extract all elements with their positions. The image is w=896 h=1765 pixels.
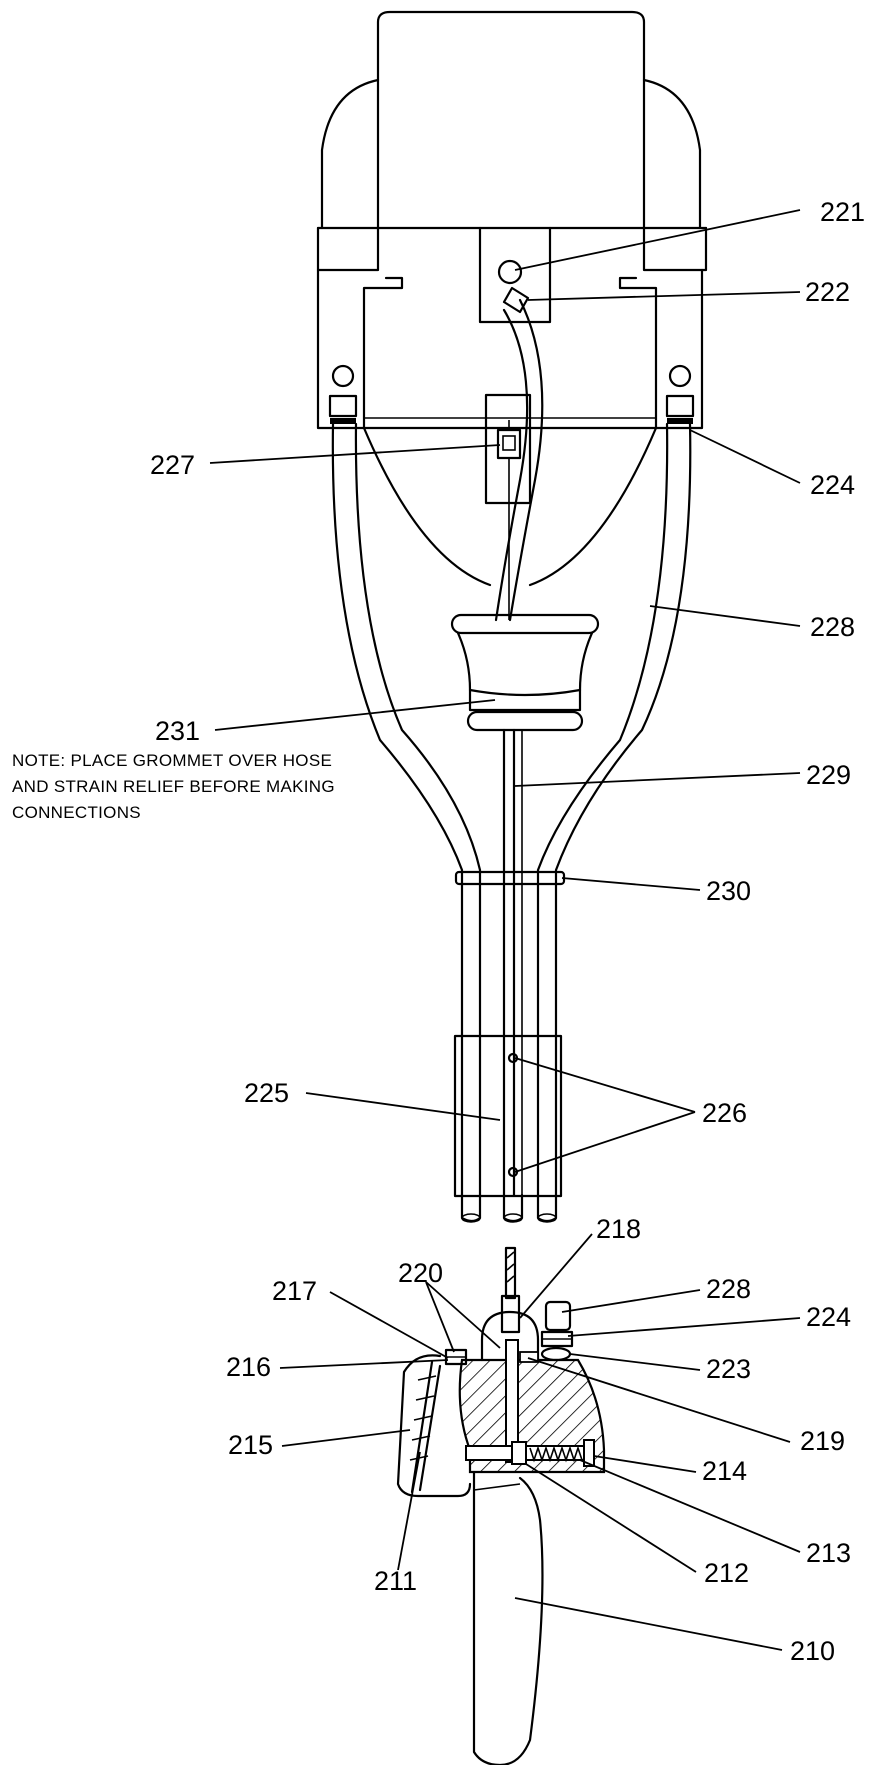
grommet	[450, 613, 600, 732]
note-line-1: NOTE: PLACE GROMMET OVER HOSE	[12, 751, 332, 770]
label-223: 223	[706, 1354, 751, 1384]
label-231: 231	[155, 716, 200, 746]
hoses	[331, 298, 692, 1197]
center-box	[484, 393, 532, 620]
label-217: 217	[272, 1276, 317, 1306]
label-226: 226	[702, 1098, 747, 1128]
label-215: 215	[228, 1430, 273, 1460]
label-224-bottom: 224	[806, 1302, 851, 1332]
shield-lines	[362, 426, 658, 587]
label-210: 210	[790, 1636, 835, 1666]
label-228-top: 228	[810, 612, 855, 642]
label-225: 225	[244, 1078, 289, 1108]
leader-lines	[209, 209, 801, 1651]
label-211: 211	[374, 1566, 417, 1596]
label-227: 227	[150, 450, 195, 480]
label-213: 213	[806, 1538, 851, 1568]
note-line-2: AND STRAIN RELIEF BEFORE MAKING	[12, 777, 335, 796]
label-229: 229	[806, 760, 851, 790]
upper-housing	[316, 10, 708, 430]
label-228-bottom: 228	[706, 1274, 751, 1304]
handpiece	[396, 1246, 606, 1765]
label-212: 212	[704, 1558, 749, 1588]
label-218: 218	[596, 1214, 641, 1244]
label-219: 219	[800, 1426, 845, 1456]
label-224-top: 224	[810, 470, 855, 500]
label-222: 222	[805, 277, 850, 307]
assembly-note: NOTE: PLACE GROMMET OVER HOSE AND STRAIN…	[12, 751, 335, 822]
label-216: 216	[226, 1352, 271, 1382]
cable-bundle	[454, 728, 566, 1197]
strain-relief	[453, 1034, 563, 1223]
note-line-3: CONNECTIONS	[12, 803, 141, 822]
fittings-top	[328, 259, 695, 424]
label-221: 221	[820, 197, 865, 227]
label-214: 214	[702, 1456, 747, 1486]
label-220: 220	[398, 1258, 443, 1288]
callout-labels: 221 222 227 224 228 231 229 230 225 226 …	[150, 197, 865, 1666]
label-230: 230	[706, 876, 751, 906]
